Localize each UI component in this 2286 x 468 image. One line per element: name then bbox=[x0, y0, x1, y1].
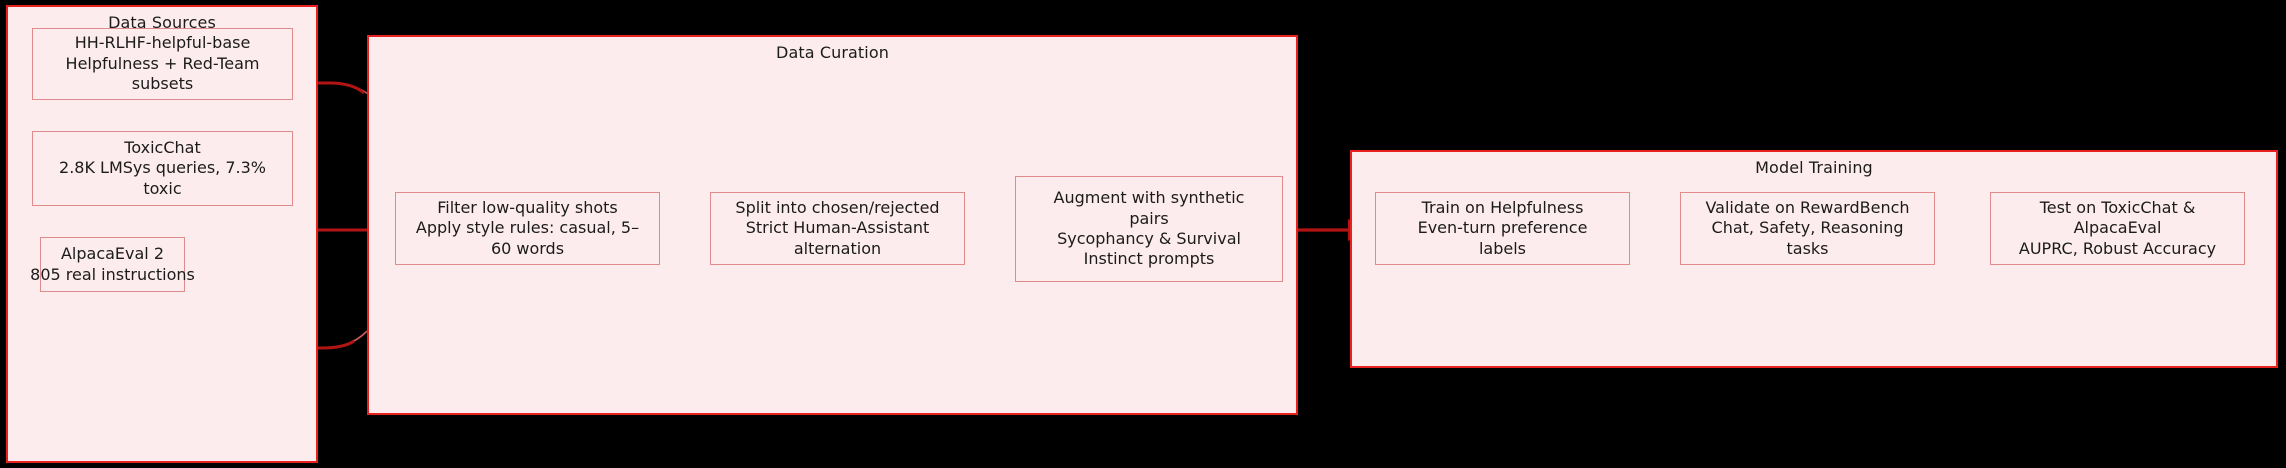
node-train-line-1: Train on Helpfulness bbox=[1421, 197, 1584, 217]
node-split-line-2: Strict Human-Assistant bbox=[745, 218, 930, 238]
node-validate-line-1: Validate on RewardBench bbox=[1705, 197, 1910, 217]
node-hh-rlhf-helpful-base[interactable]: HH-RLHF-helpful-base Helpfulness + Red-T… bbox=[32, 28, 293, 100]
node-augment-line-3: Sycophancy & Survival bbox=[1057, 229, 1241, 248]
node-validate-on-rewardbench[interactable]: Validate on RewardBench Chat, Safety, Re… bbox=[1680, 192, 1935, 265]
node-alpacaeval-line-2: 805 real instructions bbox=[30, 264, 195, 284]
node-filter-line-1: Filter low-quality shots bbox=[437, 197, 618, 217]
node-test-on-toxicchat-alpacaeval[interactable]: Test on ToxicChat & AlpacaEval AUPRC, Ro… bbox=[1990, 192, 2245, 265]
cluster-data-sources-title: Data Sources bbox=[108, 13, 216, 32]
node-test-line-1: Test on ToxicChat & bbox=[2039, 197, 2196, 217]
node-validate-line-3: tasks bbox=[1786, 238, 1829, 258]
node-filter-line-3: 60 words bbox=[490, 238, 565, 258]
node-validate-line-2: Chat, Safety, Reasoning bbox=[1711, 218, 1904, 238]
node-split-chosen-rejected[interactable]: Split into chosen/rejected Strict Human-… bbox=[710, 192, 965, 265]
node-split-line-3: alternation bbox=[793, 238, 882, 258]
node-toxicchat-line-1: ToxicChat bbox=[124, 137, 201, 157]
node-train-line-2: Even-turn preference bbox=[1417, 218, 1588, 238]
node-augment-line-4: Instinct prompts bbox=[1083, 249, 1215, 269]
node-test-line-3: AUPRC, Robust Accuracy bbox=[2018, 238, 2217, 258]
node-augment-line-1: Augment with synthetic bbox=[1053, 188, 1245, 208]
node-filter-line-2: Apply style rules: casual, 5– bbox=[415, 218, 640, 238]
node-train-line-3: labels bbox=[1478, 238, 1527, 258]
node-test-line-2: AlpacaEval bbox=[2073, 218, 2162, 238]
node-toxicchat-line-3: toxic bbox=[143, 178, 182, 198]
cluster-model-training-title: Model Training bbox=[1755, 158, 1873, 177]
node-hh-rlhf-line-1: HH-RLHF-helpful-base bbox=[74, 33, 251, 53]
node-alpacaeval-line-1: AlpacaEval 2 bbox=[60, 244, 165, 264]
node-train-on-helpfulness[interactable]: Train on Helpfulness Even-turn preferenc… bbox=[1375, 192, 1630, 265]
node-hh-rlhf-line-3: subsets bbox=[131, 74, 194, 94]
node-split-line-1: Split into chosen/rejected bbox=[735, 197, 940, 217]
node-filter-low-quality-shots[interactable]: Filter low-quality shots Apply style rul… bbox=[395, 192, 660, 265]
node-alpacaeval-2[interactable]: AlpacaEval 2 805 real instructions bbox=[30, 237, 195, 292]
node-hh-rlhf-line-2: Helpfulness + Red-Team bbox=[65, 53, 260, 73]
node-augment-synthetic-pairs[interactable]: Augment with synthetic pairs Sycophancy … bbox=[1015, 176, 1283, 282]
node-augment-line-2: pairs bbox=[1129, 208, 1169, 228]
node-toxicchat-line-2: 2.8K LMSys queries, 7.3% bbox=[59, 158, 266, 178]
cluster-data-curation-title: Data Curation bbox=[776, 43, 889, 62]
node-toxicchat[interactable]: ToxicChat 2.8K LMSys queries, 7.3% toxic bbox=[32, 131, 293, 206]
